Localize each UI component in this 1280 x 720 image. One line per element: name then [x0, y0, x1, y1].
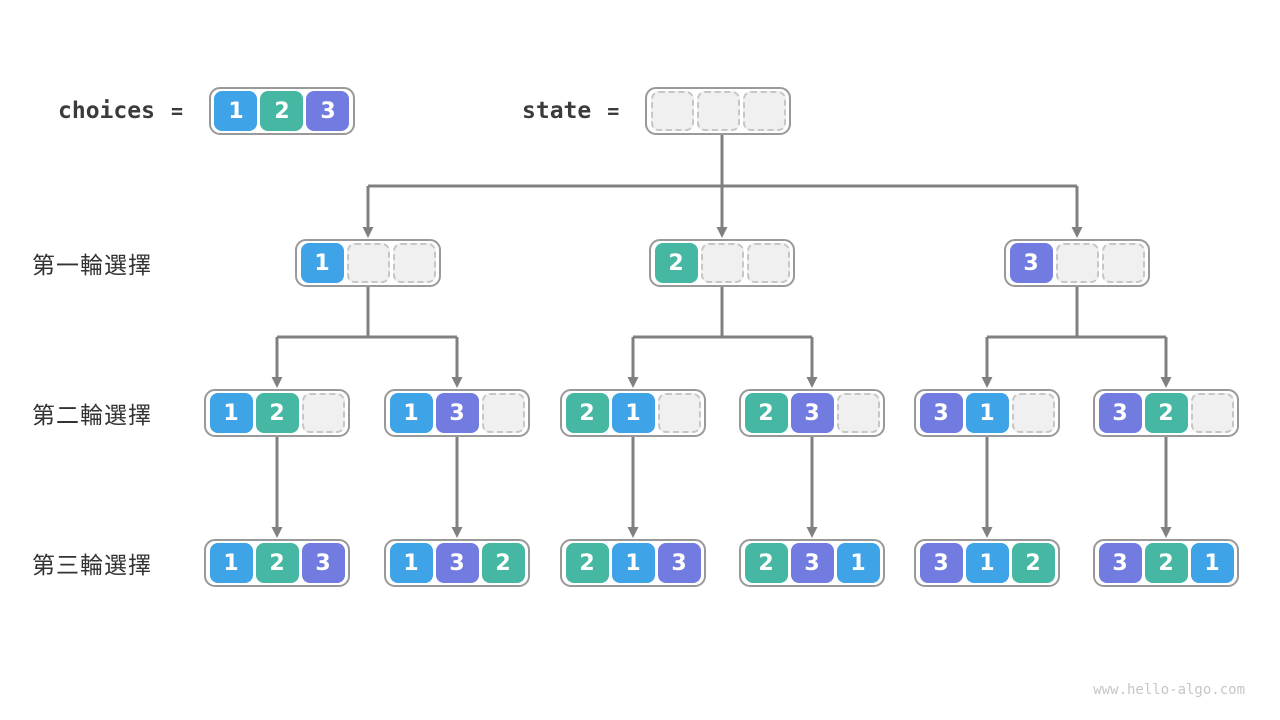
empty-cell [700, 243, 744, 283]
empty-cell [742, 91, 786, 131]
value-cell-1: 1 [389, 393, 433, 433]
value-cell-2: 2 [260, 91, 304, 131]
value-cell-2: 2 [744, 393, 788, 433]
arrowhead-icon [271, 527, 283, 538]
empty-cell [392, 243, 436, 283]
empty-cell [346, 243, 390, 283]
empty-cell [836, 393, 880, 433]
row-label-round-2: 第二輪選擇 [32, 402, 152, 428]
value-cell-2: 2 [565, 543, 609, 583]
value-cell-1: 1 [965, 393, 1009, 433]
state-array [645, 87, 792, 135]
value-cell-1: 1 [300, 243, 344, 283]
empty-cell [1011, 393, 1055, 433]
value-cell-3: 3 [1098, 543, 1142, 583]
value-cell-3: 3 [435, 393, 479, 433]
value-cell-2: 2 [255, 393, 299, 433]
value-cell-2: 2 [744, 543, 788, 583]
arrowhead-icon [451, 377, 463, 388]
choices-label: choices [58, 98, 155, 124]
value-cell-1: 1 [611, 543, 655, 583]
empty-cell [1055, 243, 1099, 283]
value-cell-3: 3 [1009, 243, 1053, 283]
value-cell-1: 1 [389, 543, 433, 583]
value-cell-3: 3 [301, 543, 345, 583]
choices-equals-sign: = [170, 99, 183, 123]
value-cell-1: 1 [611, 393, 655, 433]
empty-cell [301, 393, 345, 433]
state-label: state [522, 98, 592, 124]
value-cell-2: 2 [654, 243, 698, 283]
arrowhead-icon [1071, 227, 1083, 238]
state-node-r1-1: 1 [295, 239, 441, 287]
state-equals-sign: = [607, 99, 620, 123]
value-cell-3: 3 [1098, 393, 1142, 433]
value-cell-3: 3 [790, 543, 834, 583]
arrowhead-icon [1160, 377, 1172, 388]
empty-cell [657, 393, 701, 433]
value-cell-1: 1 [965, 543, 1009, 583]
empty-cell [696, 91, 740, 131]
arrowhead-icon [627, 377, 639, 388]
value-cell-3: 3 [435, 543, 479, 583]
value-cell-2: 2 [481, 543, 525, 583]
value-cell-1: 1 [209, 393, 253, 433]
arrowhead-icon [451, 527, 463, 538]
value-cell-2: 2 [255, 543, 299, 583]
empty-cell [746, 243, 790, 283]
arrowhead-icon [627, 527, 639, 538]
watermark: www.hello-algo.com [1093, 682, 1245, 698]
value-cell-2: 2 [1144, 543, 1188, 583]
value-cell-3: 3 [919, 543, 963, 583]
value-cell-3: 3 [919, 393, 963, 433]
value-cell-3: 3 [306, 91, 350, 131]
value-cell-3: 3 [657, 543, 701, 583]
state-node-r1-2: 2 [649, 239, 795, 287]
value-cell-2: 2 [565, 393, 609, 433]
value-cell-1: 1 [836, 543, 880, 583]
arrowhead-icon [271, 377, 283, 388]
arrowhead-icon [1160, 527, 1172, 538]
row-label-round-1: 第一輪選擇 [32, 252, 152, 278]
arrowhead-icon [981, 527, 993, 538]
state-node-r1-3: 3 [1004, 239, 1150, 287]
value-cell-1: 1 [1190, 543, 1234, 583]
arrowhead-icon [806, 527, 818, 538]
arrowhead-icon [981, 377, 993, 388]
empty-cell [650, 91, 694, 131]
empty-cell [1101, 243, 1145, 283]
value-cell-1: 1 [209, 543, 253, 583]
value-cell-2: 2 [1011, 543, 1055, 583]
empty-cell [1190, 393, 1234, 433]
arrowhead-icon [362, 227, 374, 238]
value-cell-1: 1 [214, 91, 258, 131]
arrowhead-icon [806, 377, 818, 388]
value-cell-2: 2 [1144, 393, 1188, 433]
value-cell-3: 3 [790, 393, 834, 433]
arrowhead-icon [716, 227, 728, 238]
state-group: state = [522, 87, 792, 135]
row-label-round-3: 第三輪選擇 [32, 552, 152, 578]
empty-cell [481, 393, 525, 433]
